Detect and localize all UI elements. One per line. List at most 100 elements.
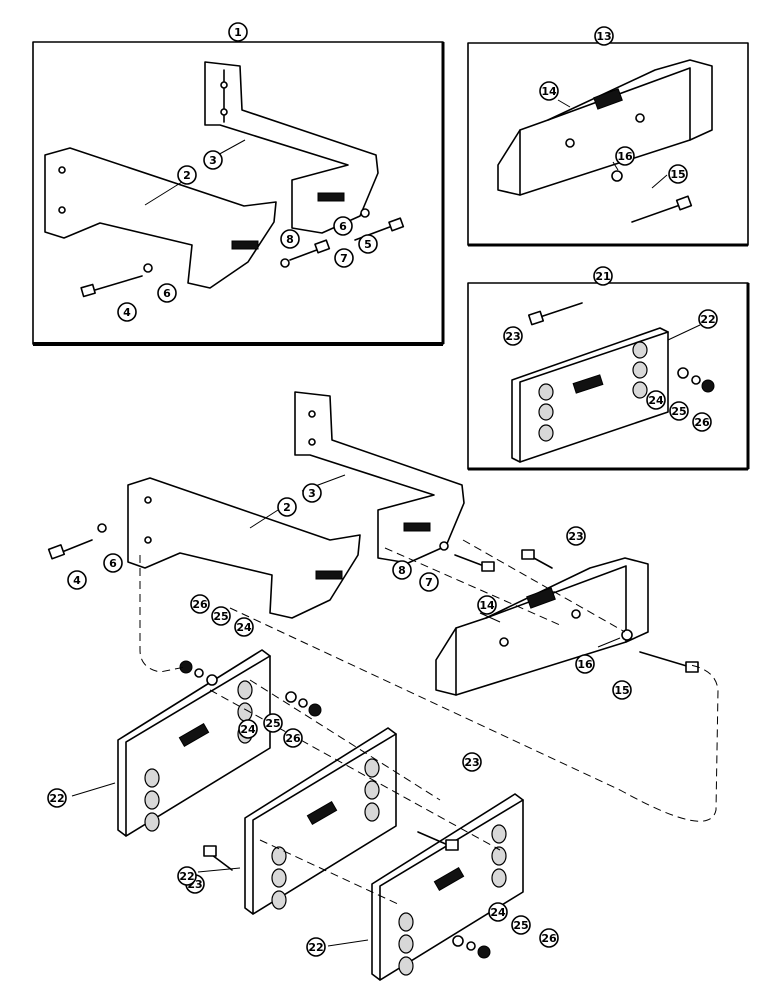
callout-16-box13: 16 (615, 146, 635, 166)
callout-25-box21-label: 25 (671, 405, 686, 418)
bracket-3-box1 (204, 61, 379, 234)
callout-25-main-top-label: 25 (213, 610, 228, 623)
callout-26-main-mid-label: 26 (285, 732, 301, 745)
callout-14-box13-label: 14 (541, 85, 557, 98)
callout-26-main-bottom-label: 26 (541, 932, 557, 945)
callout-6-box1-right-label: 6 (339, 220, 347, 233)
callout-5-box1-label: 5 (364, 238, 372, 251)
callout-26-box21: 26 (692, 412, 712, 432)
callout-6-box1-left: 6 (157, 283, 177, 303)
callout-8-box1-label: 8 (286, 233, 294, 246)
plate-22-top (117, 649, 271, 837)
callout-24-box21: 24 (646, 390, 666, 410)
dashed-assembly-paths (139, 539, 719, 906)
callout-24-main-top: 24 (234, 617, 254, 637)
callout-14-main: 14 (477, 595, 497, 615)
callout-26-main-top: 26 (190, 594, 210, 614)
callout-22-box21-label: 22 (700, 313, 715, 326)
callout-14-box13: 14 (539, 81, 559, 101)
callout-2-box1: 2 (177, 165, 197, 185)
plate-22-bottom (371, 793, 524, 981)
callout-24-main-bottom: 24 (488, 902, 508, 922)
callout-8-main-label: 8 (398, 564, 406, 577)
callout-16-box13-label: 16 (617, 150, 633, 163)
callout-1: 1 (228, 22, 248, 42)
plate-22-box21 (511, 327, 669, 463)
callout-26-box21-label: 26 (694, 416, 710, 429)
callout-25-main-mid-label: 25 (265, 717, 280, 730)
callout-22-main-bottom-label: 22 (308, 941, 323, 954)
callout-14-main-label: 14 (479, 599, 495, 612)
callout-2-box1-label: 2 (183, 169, 191, 182)
callout-7-main: 7 (419, 572, 439, 592)
callout-13: 13 (594, 26, 614, 46)
callout-24-box21-label: 24 (648, 394, 664, 407)
callout-15-main: 15 (612, 680, 632, 700)
callout-3-main-label: 3 (308, 487, 316, 500)
callout-5-box1: 5 (358, 234, 378, 254)
bracket-2-main (127, 477, 361, 619)
callouts: 1 13 21 2 3 4 6 8 7 6 5 14 16 15 23 22 2… (47, 22, 718, 957)
callout-3-main: 3 (302, 483, 322, 503)
plate-22-middle (244, 727, 397, 915)
callout-23-main-mid-label: 23 (464, 756, 479, 769)
callout-4-box1-label: 4 (123, 306, 131, 319)
callout-24-main-mid: 24 (238, 719, 258, 739)
callout-4-main-label: 4 (73, 574, 81, 587)
bracket-2-box1 (44, 147, 277, 289)
callout-6-box1-left-label: 6 (163, 287, 171, 300)
callout-25-main-mid: 25 (263, 713, 283, 733)
callout-6-box1-right: 6 (333, 216, 353, 236)
callout-6-main: 6 (103, 553, 123, 573)
callout-23-main-top-label: 23 (568, 530, 583, 543)
callout-24-main-bottom-label: 24 (490, 906, 506, 919)
callout-8-box1: 8 (280, 229, 300, 249)
callout-25-box21: 25 (669, 401, 689, 421)
weight-14-box13 (497, 59, 713, 196)
hardware-box21 (527, 302, 715, 393)
callout-22-main-mid: 22 (177, 866, 197, 886)
callout-22-main-top-label: 22 (49, 792, 64, 805)
callout-4-box1: 4 (117, 302, 137, 322)
callout-24-main-top-label: 24 (236, 621, 252, 634)
callout-23-box21-label: 23 (505, 330, 520, 343)
callout-23-main-top: 23 (566, 526, 586, 546)
callout-1-label: 1 (234, 26, 242, 39)
callout-26-main-mid: 26 (283, 728, 303, 748)
callout-13-label: 13 (596, 30, 611, 43)
callout-15-main-label: 15 (614, 684, 629, 697)
callout-8-main: 8 (392, 560, 412, 580)
callout-3-box1: 3 (203, 150, 223, 170)
leader-lines (71, 38, 701, 947)
hardware-main (47, 523, 699, 959)
weight-14-main (435, 557, 649, 696)
callout-22-box21: 22 (698, 309, 718, 329)
callout-23-box21: 23 (503, 326, 523, 346)
callout-2-main-label: 2 (283, 501, 291, 514)
callout-15-box13-label: 15 (670, 168, 685, 181)
callout-2-main: 2 (277, 497, 297, 517)
callout-16-main-label: 16 (577, 658, 593, 671)
callout-21: 21 (593, 266, 613, 286)
callout-15-box13: 15 (668, 164, 688, 184)
callout-7-box1-label: 7 (340, 252, 348, 265)
callout-25-main-top: 25 (211, 606, 231, 626)
callout-25-main-bottom-label: 25 (513, 919, 528, 932)
callout-23-main-mid: 23 (462, 752, 482, 772)
callout-3-box1-label: 3 (209, 154, 217, 167)
callout-16-main: 16 (575, 654, 595, 674)
callout-4-main: 4 (67, 570, 87, 590)
callout-22-main-bottom: 22 (306, 937, 326, 957)
callout-25-main-bottom: 25 (511, 915, 531, 935)
callout-6-main-label: 6 (109, 557, 117, 570)
callout-21-label: 21 (595, 270, 610, 283)
callout-22-main-mid-label: 22 (179, 870, 194, 883)
callout-26-main-bottom: 26 (539, 928, 559, 948)
callout-22-main-top: 22 (47, 788, 67, 808)
callout-24-main-mid-label: 24 (240, 723, 256, 736)
callout-7-main-label: 7 (425, 576, 433, 589)
hardware-box13 (611, 170, 693, 223)
callout-26-main-top-label: 26 (192, 598, 208, 611)
callout-7-box1: 7 (334, 248, 354, 268)
